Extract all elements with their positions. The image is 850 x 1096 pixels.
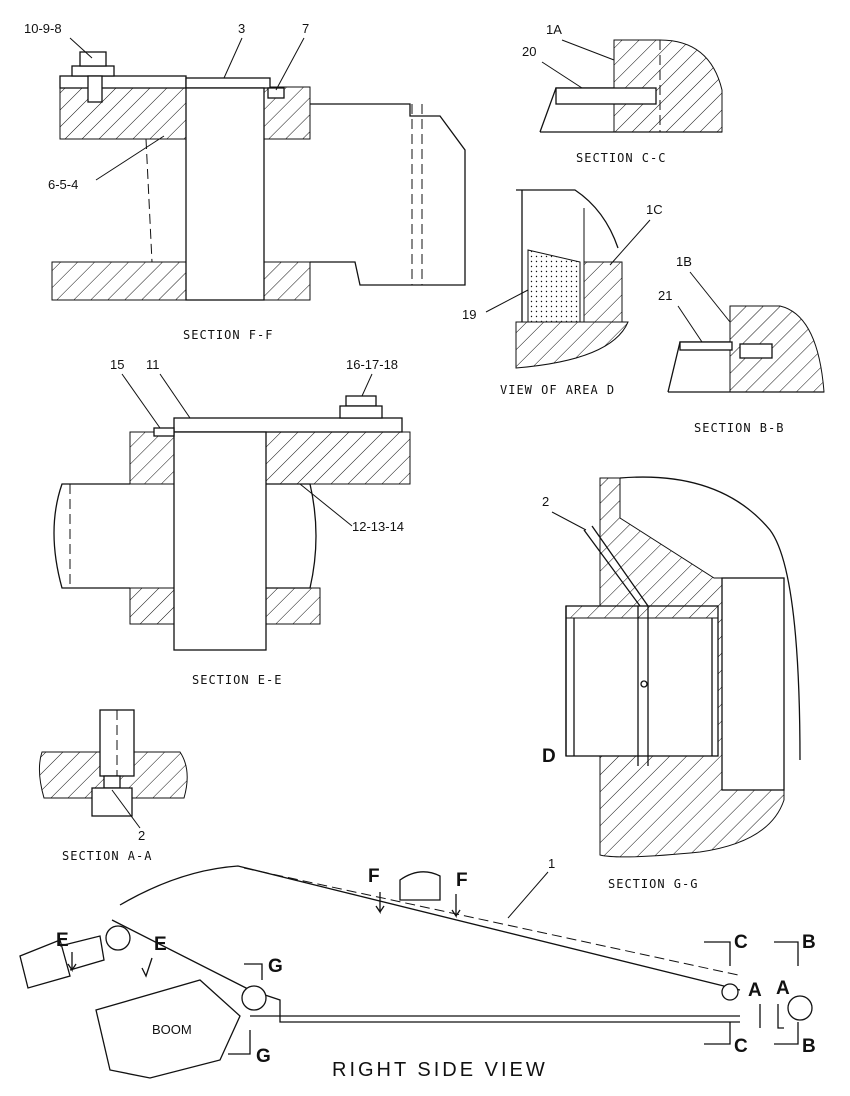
bb-label-1b: 1B	[676, 254, 692, 269]
section-b-b-caption: SECTION B-B	[694, 421, 784, 435]
ee-label-16-17-18: 16-17-18	[346, 357, 398, 372]
right-side-view-caption: RIGHT SIDE VIEW	[332, 1059, 548, 1081]
marker-g-bottom: G	[256, 1046, 271, 1067]
gg-label-2: 2	[542, 494, 549, 509]
section-c-c	[539, 39, 723, 133]
section-g-g	[565, 476, 801, 858]
section-f-f-caption: SECTION F-F	[183, 328, 273, 342]
marker-f-right: F	[456, 870, 468, 891]
section-e-e-caption: SECTION E-E	[192, 673, 282, 687]
view-of-area-d	[515, 189, 629, 369]
ee-label-12-13-14: 12-13-14	[352, 519, 404, 534]
marker-e-right: E	[154, 934, 167, 955]
ff-label-7: 7	[302, 21, 309, 36]
gg-label-d: D	[542, 746, 556, 767]
cc-label-1a: 1A	[546, 22, 562, 37]
section-a-a-caption: SECTION A-A	[62, 849, 152, 863]
ff-label-10-9-8: 10-9-8	[24, 21, 62, 36]
section-c-c-caption: SECTION C-C	[576, 151, 666, 165]
marker-a-right: A	[776, 978, 790, 999]
section-g-g-caption: SECTION G-G	[608, 877, 698, 891]
section-b-b	[667, 305, 825, 393]
ff-label-6-5-4: 6-5-4	[48, 177, 78, 192]
marker-e-left: E	[56, 930, 69, 951]
area-d-label-19: 19	[462, 307, 476, 322]
boom-label: BOOM	[152, 1022, 192, 1037]
marker-g-top: G	[268, 956, 283, 977]
side-view-label-1: 1	[548, 856, 555, 871]
marker-b-bottom: B	[802, 1036, 816, 1057]
marker-c-top: C	[734, 932, 748, 953]
area-d-caption: VIEW OF AREA D	[500, 383, 615, 397]
ee-label-15: 15	[110, 357, 124, 372]
section-f-f	[51, 51, 466, 301]
aa-label-2: 2	[138, 828, 145, 843]
area-d-label-1c: 1C	[646, 202, 663, 217]
bb-label-21: 21	[658, 288, 672, 303]
marker-a-left: A	[748, 980, 762, 1001]
ff-label-3: 3	[238, 21, 245, 36]
section-a-a	[38, 709, 188, 817]
marker-f-left: F	[368, 866, 380, 887]
marker-c-bottom: C	[734, 1036, 748, 1057]
section-e-e	[53, 395, 411, 651]
ee-label-11: 11	[146, 357, 160, 372]
cc-label-20: 20	[522, 44, 536, 59]
right-side-view	[19, 865, 813, 1079]
marker-b-top: B	[802, 932, 816, 953]
